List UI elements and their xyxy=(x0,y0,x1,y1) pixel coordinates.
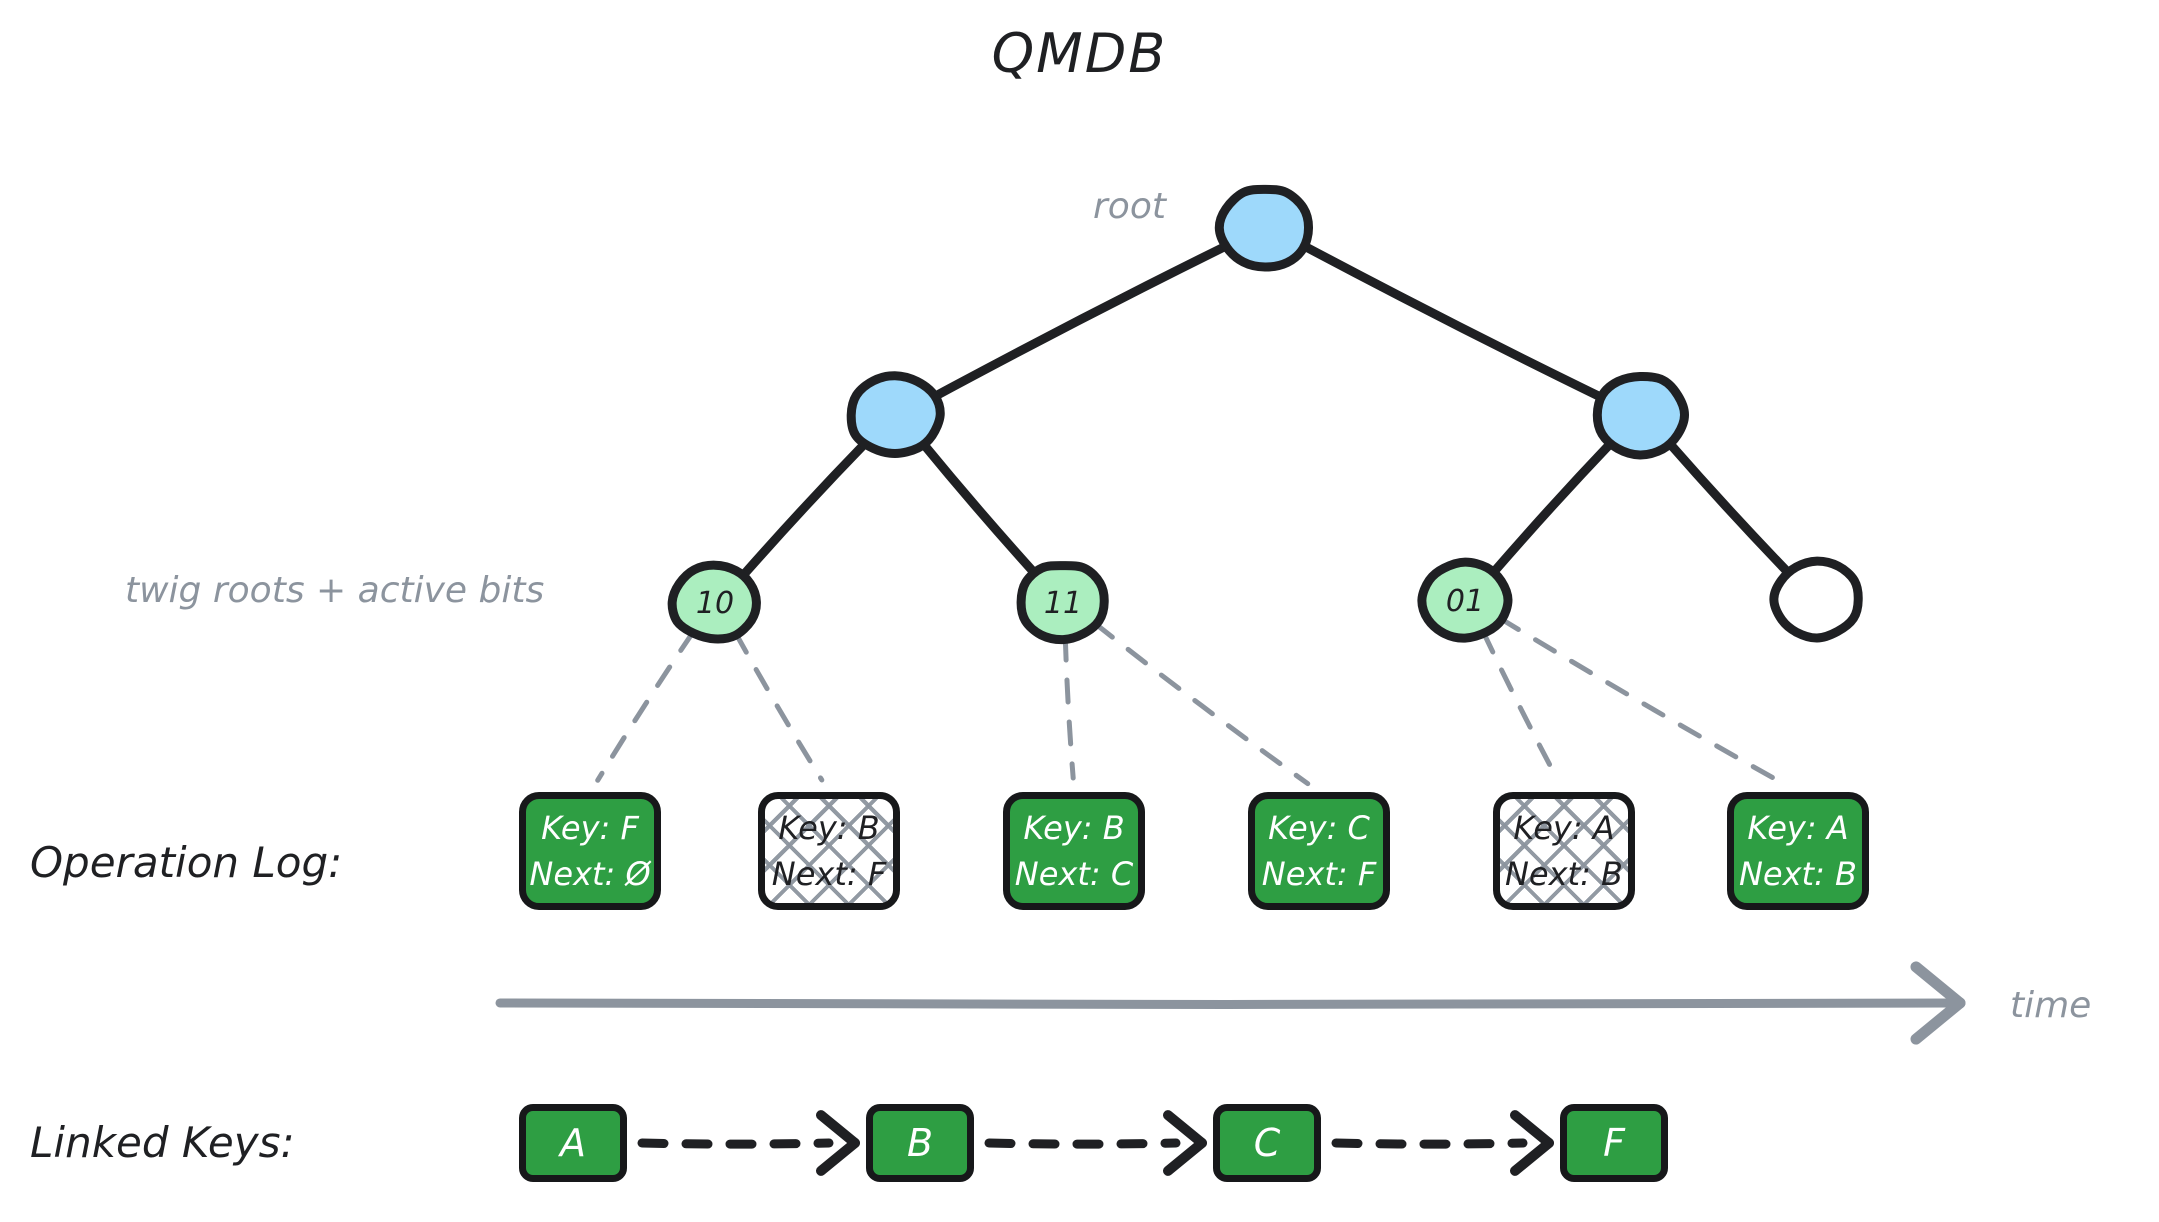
tree-edge xyxy=(926,240,1234,403)
twig-to-entry-link xyxy=(1497,615,1789,788)
linked-key-box[interactable]: A xyxy=(519,1104,627,1182)
linked-keys-label: Linked Keys: xyxy=(30,1118,295,1167)
operation-log-entry[interactable]: Key: B Next: F xyxy=(758,792,900,910)
tree-edge xyxy=(1663,437,1795,580)
tree-node-l1a[interactable] xyxy=(846,371,945,458)
root-label: root xyxy=(1093,186,1166,227)
page-title: QMDB xyxy=(991,22,1168,85)
operation-log-entry[interactable]: Key: A Next: B xyxy=(1727,792,1869,910)
tree-edge xyxy=(737,437,872,582)
twig-to-entry-link xyxy=(1092,621,1311,787)
linked-key-box[interactable]: F xyxy=(1560,1104,1668,1182)
entry-next-line: Next: B xyxy=(1738,855,1857,893)
linked-keys-arrow xyxy=(984,1110,1207,1176)
entry-next-line: Next: Ø xyxy=(529,855,651,893)
entry-key-line: Key: F xyxy=(541,808,639,847)
entry-next-line: Next: F xyxy=(771,855,887,893)
operation-log-entry[interactable]: Key: A Next: B xyxy=(1493,792,1635,910)
operation-log-label: Operation Log: xyxy=(30,838,343,887)
tree-edge xyxy=(1487,437,1617,580)
entry-next-line: Next: F xyxy=(1261,855,1377,893)
tree-edge xyxy=(1296,239,1609,404)
tree-node-11[interactable]: 11 xyxy=(1016,561,1109,645)
entry-key-line: Key: B xyxy=(1023,808,1125,847)
operation-log-entry[interactable]: Key: B Next: C xyxy=(1003,792,1145,910)
entry-key-line: Key: A xyxy=(1747,808,1849,847)
linked-key-label: A xyxy=(560,1121,586,1165)
tree-node-10[interactable]: 10 xyxy=(667,560,761,644)
twig-to-entry-link xyxy=(1480,629,1561,783)
operation-log-entry[interactable]: Key: F Next: Ø xyxy=(519,792,661,910)
tree-node-label: 11 xyxy=(1044,586,1082,621)
twig-roots-label: twig roots + active bits xyxy=(125,570,545,611)
twig-to-entry-link xyxy=(1062,635,1076,781)
entry-key-line: Key: A xyxy=(1513,808,1615,847)
tree-node-root[interactable] xyxy=(1214,184,1313,272)
linked-keys-arrow xyxy=(637,1110,860,1176)
tree-node-l1b[interactable] xyxy=(1592,371,1689,460)
linked-key-box[interactable]: B xyxy=(866,1104,974,1182)
tree-node-label: 01 xyxy=(1446,584,1484,619)
linked-keys-arrow xyxy=(1331,1110,1554,1176)
linked-key-label: B xyxy=(906,1121,934,1165)
tree-node-empty[interactable] xyxy=(1769,556,1863,643)
time-axis-arrow xyxy=(495,961,1966,1045)
entry-key-line: Key: C xyxy=(1268,808,1370,847)
operation-log-entry[interactable]: Key: C Next: F xyxy=(1248,792,1390,910)
time-axis-label: time xyxy=(2010,985,2092,1026)
linked-key-box[interactable]: C xyxy=(1213,1104,1321,1182)
entry-key-line: Key: B xyxy=(778,808,880,847)
entry-next-line: Next: C xyxy=(1014,855,1134,893)
linked-key-label: F xyxy=(1603,1121,1625,1165)
twig-to-entry-link xyxy=(595,629,696,783)
entry-next-line: Next: B xyxy=(1504,855,1623,893)
twig-to-entry-link xyxy=(733,630,825,783)
tree-node-01[interactable]: 01 xyxy=(1417,557,1513,643)
tree-edge xyxy=(917,437,1042,581)
linked-key-label: C xyxy=(1253,1121,1281,1165)
tree-node-label: 10 xyxy=(696,586,734,621)
